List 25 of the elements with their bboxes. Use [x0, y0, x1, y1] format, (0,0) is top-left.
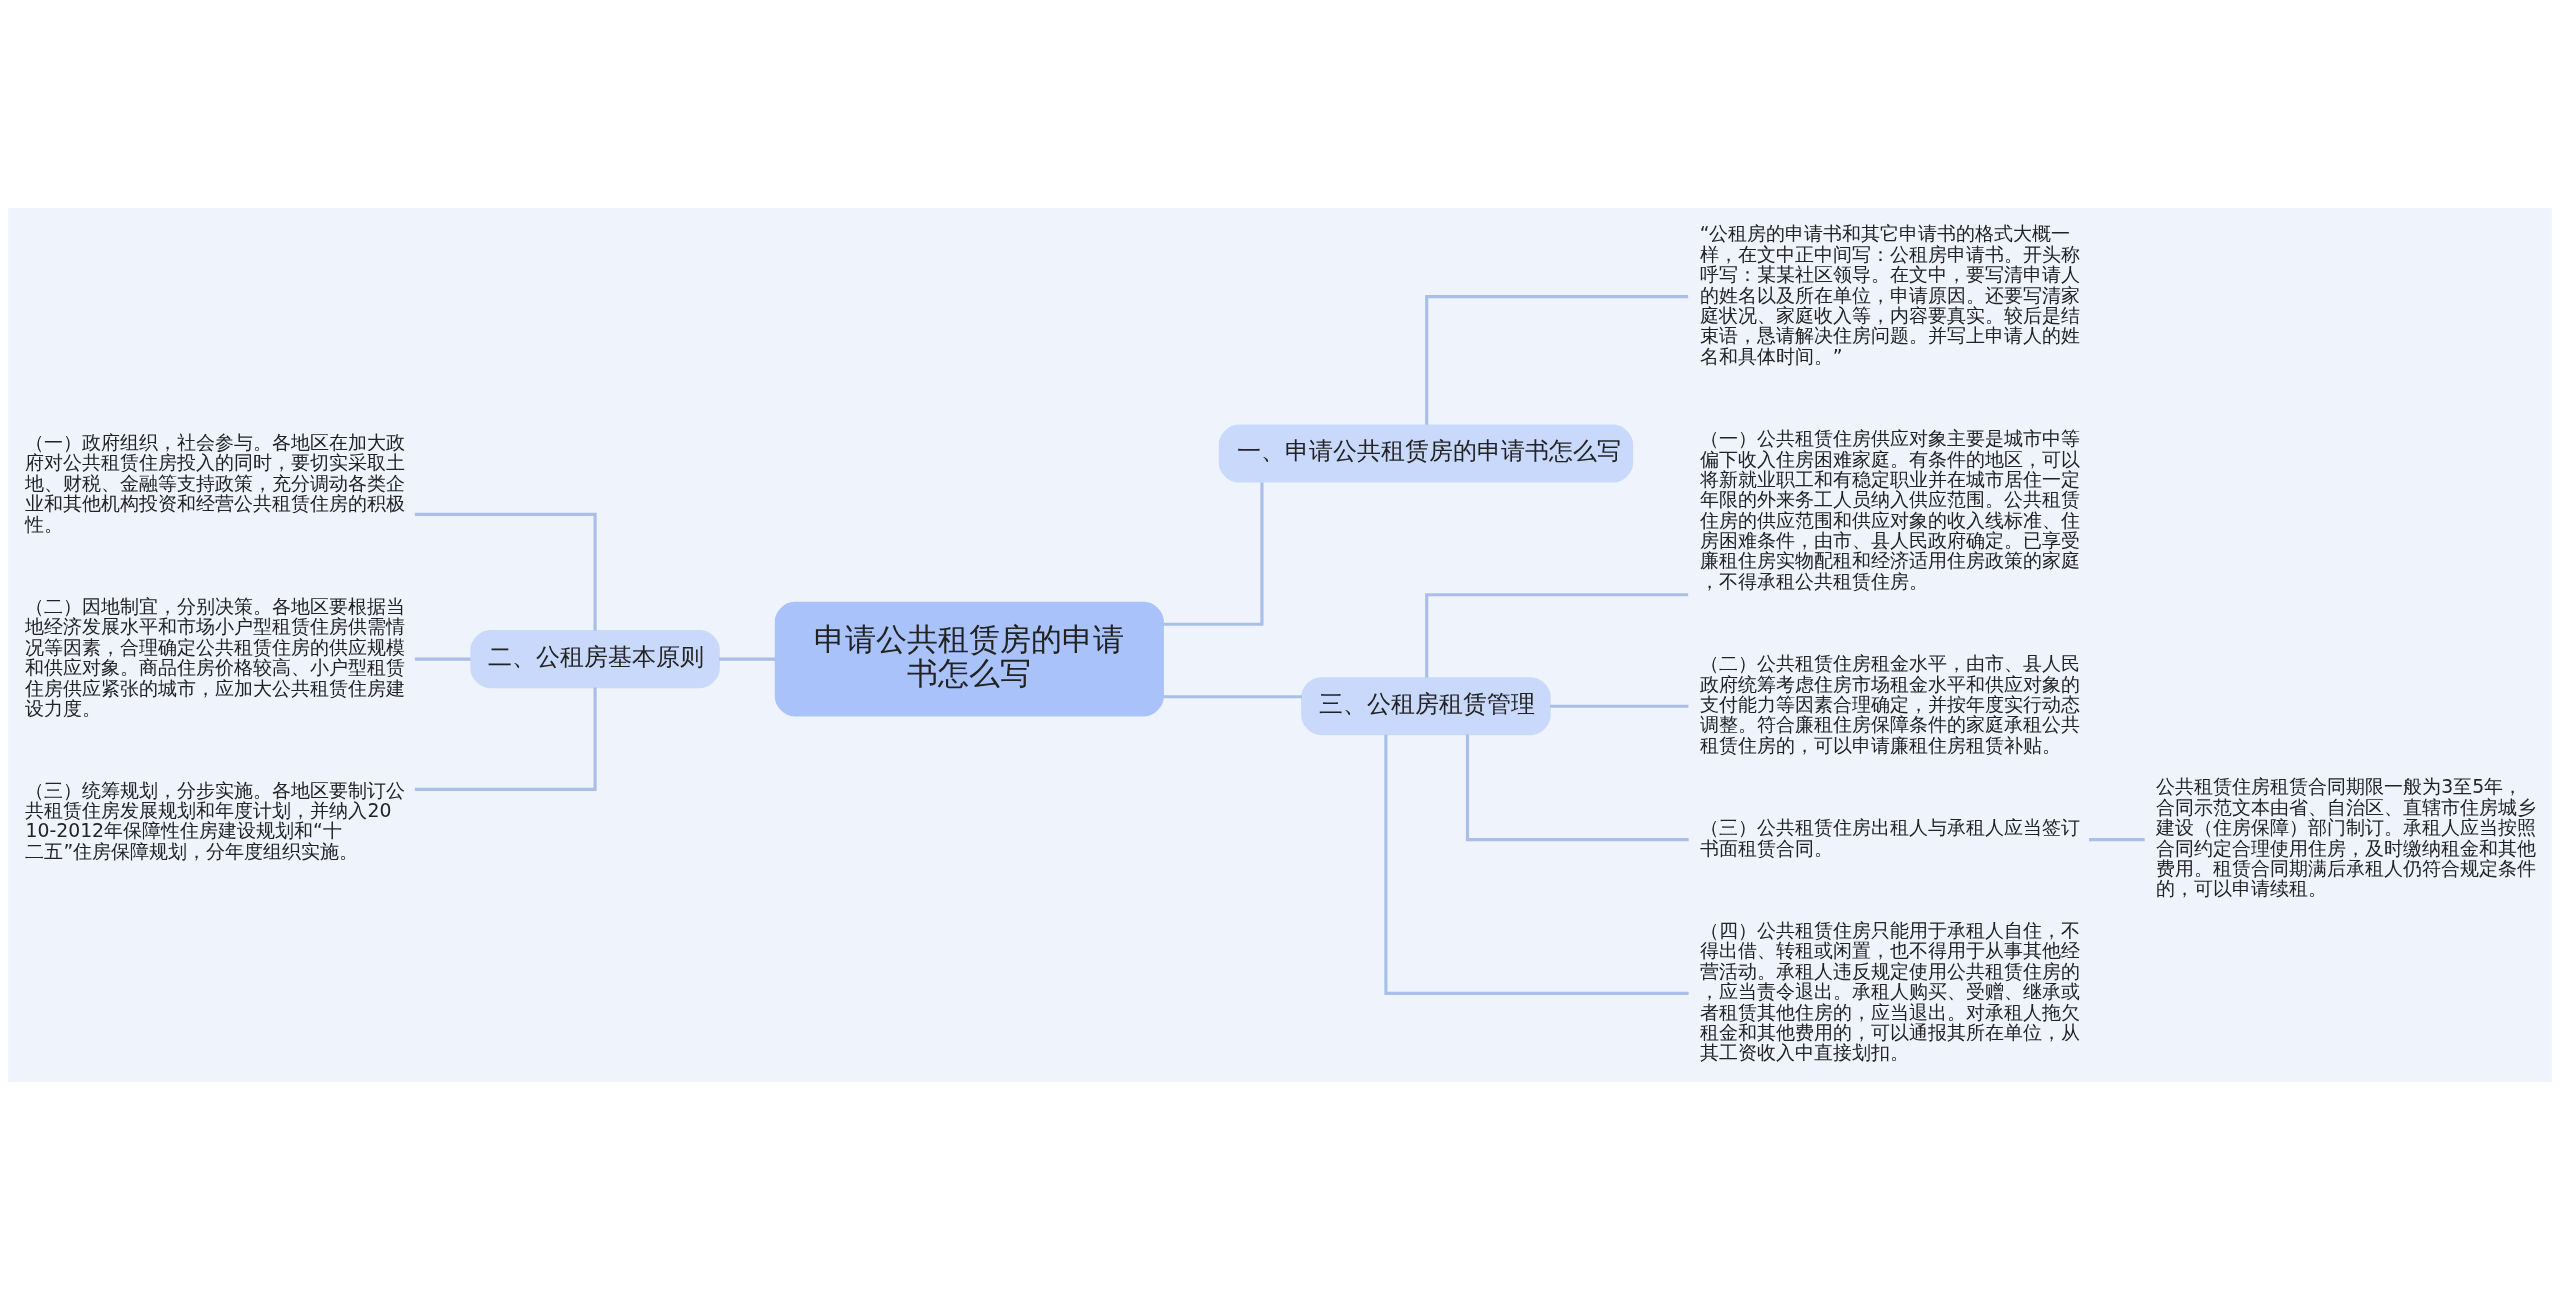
- connector: [1465, 734, 1689, 841]
- connector: [2089, 837, 2145, 841]
- connector: [414, 657, 471, 661]
- node-box: 申请公共租赁房的申请书怎么写: [774, 601, 1164, 716]
- connector: [414, 686, 597, 791]
- connector: [719, 657, 776, 661]
- node-text: （一）公共租赁住房供应对象主要是城市中等偏下收入住房困难家庭。有条件的地区，可以将新就业职工和有稳定职业并在城市居住一定年限的外来务工人员纳入供应范围。公共租赁住房的供应范围和供应对象的收入线标准、住房困难条件，由市、县人民政府确定。已享受廉租住房实物配租和经济适用住房政策的家庭，不得承租公共租赁住房。: [1699, 427, 2080, 592]
- node-text: “公租房的申请书和其它申请书的格式大概一样，在文中正中间写：公租房申请书。开头称呼写：某某社区领导。在文中，要写清申请人的姓名以及所在单位，申请原因。还要写清家庭状况、家庭收入等，内容要真实。较后是结束语，恳请解决住房问题。并写上申请人的姓名和具体时间。”: [1699, 222, 2080, 367]
- connector: [414, 512, 597, 630]
- connector: [1425, 592, 1689, 677]
- node-text: （二）公共租赁住房租金水平，由市、县人民政府统筹考虑住房市场租金水平和供应对象的支付能力等因素合理确定，并按年度实行动态调整。符合廉租住房保障条件的家庭承租公共租赁住房的，可以申请廉租住房租赁补贴。: [1699, 652, 2080, 756]
- connector: [1384, 734, 1689, 995]
- connector: [1163, 694, 1302, 698]
- node-text: （一）政府组织，社会参与。各地区在加大政府对公共租赁住房投入的同时，要切实采取土地、财税、金融等支持政策，充分调动各类企业和其他机构投资和经营公共租赁住房的积极性。: [25, 431, 406, 535]
- node-box: 二、公租房基本原则: [470, 629, 720, 688]
- connector: [1425, 294, 1689, 425]
- node-box: 一、申请公共租赁房的申请书怎么写: [1218, 424, 1634, 483]
- node-text: 公共租赁住房租赁合同期限一般为3至5年，合同示范文本由省、自治区、直辖市住房城乡建设（住房保障）部门制订。承租人应当按照合同约定合理使用住房，及时缴纳租金和其他费用。租赁合同期满后承租人仍符合规定条件的，可以申请续租。: [2156, 775, 2537, 899]
- node-text: （二）因地制宜，分别决策。各地区要根据当地经济发展水平和市场小户型租赁住房供需情况等因素，合理确定公共租赁住房的供应规模和供应对象。商品住房价格较高、小户型租赁住房供应紧张的城市，应加大公共租赁住房建设力度。: [25, 595, 406, 719]
- node-box: 三、公租房租赁管理: [1301, 676, 1551, 735]
- node-text: （四）公共租赁住房只能用于承租人自住，不得出借、转租或闲置，也不得用于从事其他经营活动。承租人违反规定使用公共租赁住房的，应当责令退出。承租人购买、受赠、继承或者租赁其他住房的，应当退出。对承租人拖欠租金和其他费用的，可以通报其所在单位，从其工资收入中直接划扣。: [1699, 919, 2080, 1063]
- connector: [1549, 704, 1689, 708]
- node-text: （三）统筹规划，分步实施。各地区要制订公共租赁住房发展规划和年度计划，并纳入2010-2012年保障性住房建设规划和“十二五”住房保障规划，分年度组织实施。: [25, 779, 406, 862]
- connector: [1163, 482, 1264, 626]
- node-text: （三）公共租赁住房出租人与承租人应当签订书面租赁合同。: [1699, 816, 2080, 859]
